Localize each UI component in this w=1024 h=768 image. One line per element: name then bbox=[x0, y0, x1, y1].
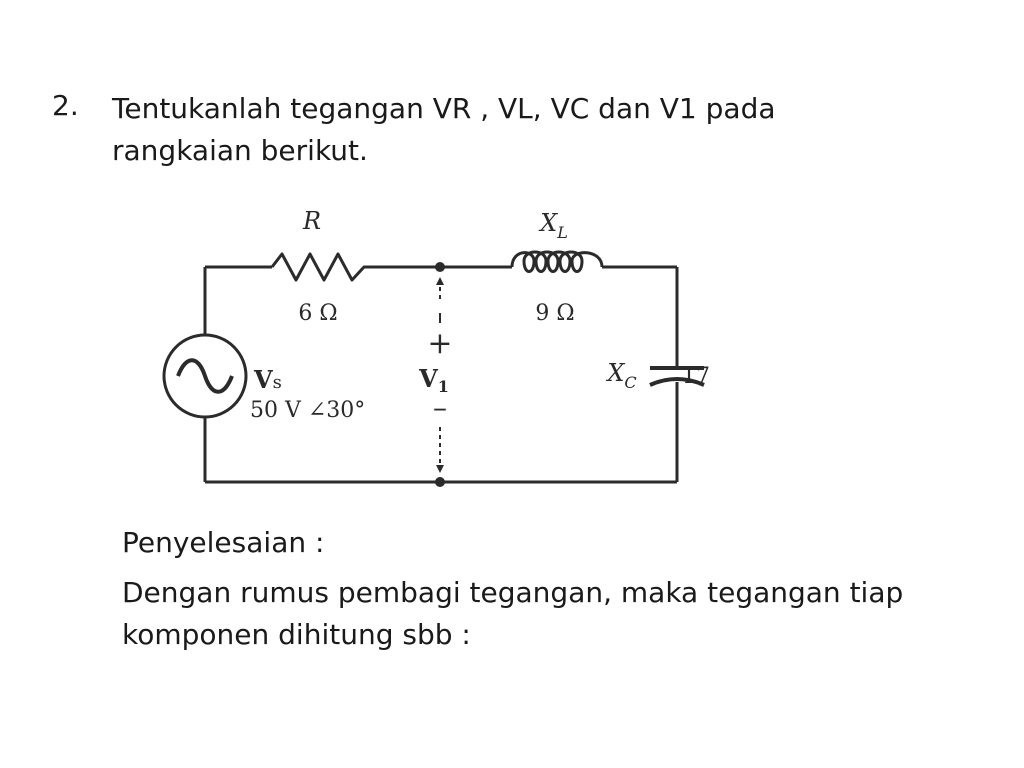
solution-block: Penyelesaian : Dengan rumus pembagi tega… bbox=[122, 522, 982, 664]
solution-heading: Penyelesaian : bbox=[122, 526, 325, 559]
inductor-symbol bbox=[510, 250, 604, 273]
question-text: Tentukanlah tegangan VR , VL, VC dan V1 … bbox=[112, 92, 776, 167]
resistor-symbol bbox=[270, 252, 372, 282]
voltmeter-indicator bbox=[436, 277, 444, 473]
junction-bottom bbox=[435, 477, 445, 487]
resistor-value: 6 Ω bbox=[298, 301, 337, 326]
resistor-label: R bbox=[302, 207, 321, 235]
ac-source-symbol bbox=[162, 333, 248, 419]
voltmeter-label: V1 bbox=[418, 364, 449, 396]
question-number: 2. bbox=[52, 89, 79, 122]
capacitor-symbol bbox=[649, 366, 705, 387]
junction-top bbox=[435, 262, 445, 272]
capacitor-label: XC bbox=[605, 359, 636, 392]
source-value: 50 V ∠30° bbox=[250, 398, 365, 423]
inductor-value: 9 Ω bbox=[535, 301, 574, 326]
solution-text: Dengan rumus pembagi tegangan, maka tega… bbox=[122, 576, 904, 651]
voltmeter-minus: – bbox=[433, 391, 447, 424]
source-label: Vs bbox=[253, 365, 282, 394]
capacitor-value: 17 Ω bbox=[682, 364, 710, 389]
inductor-label: XL bbox=[538, 209, 568, 242]
voltmeter-plus: + bbox=[427, 326, 452, 361]
circuit-diagram: R 6 Ω XL 9 Ω XC 17 Ω Vs 50 V ∠30° + V1 – bbox=[162, 207, 710, 487]
circuit-wires bbox=[203, 265, 679, 484]
